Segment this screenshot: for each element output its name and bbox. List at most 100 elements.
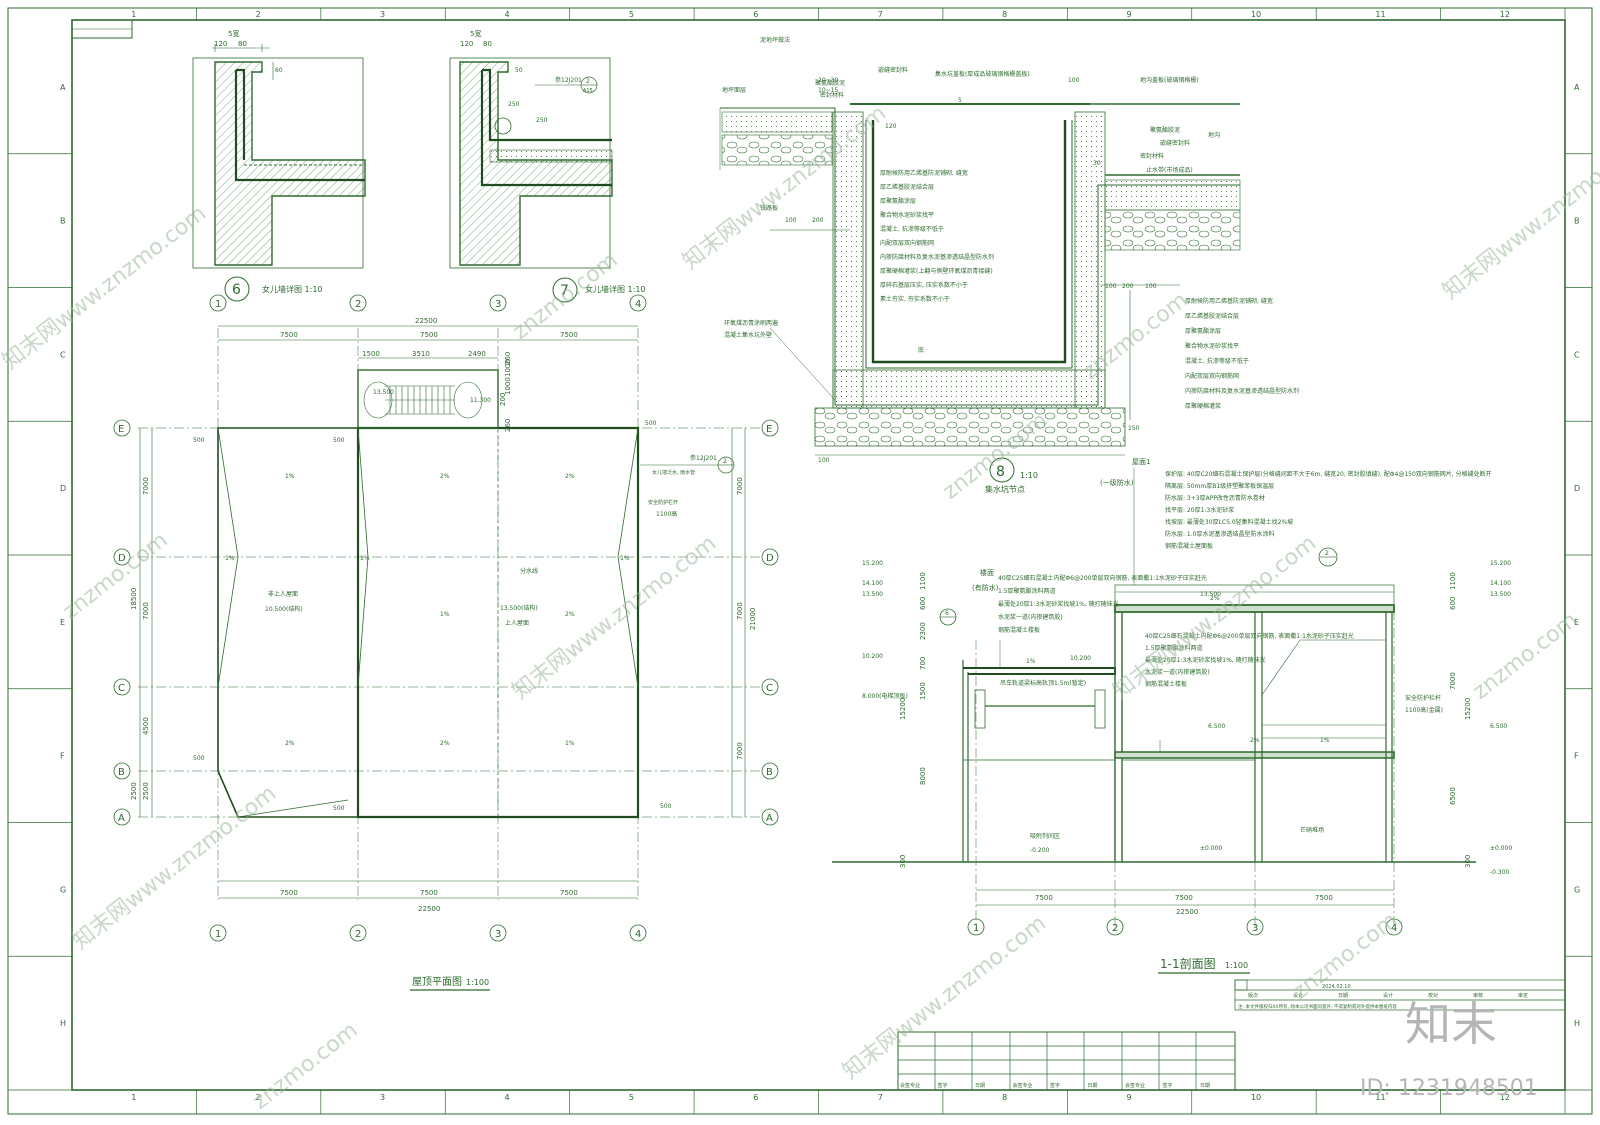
roof-plan-scale: 1:100 xyxy=(466,978,489,987)
detail-8-small-a: 铁路板 xyxy=(760,204,778,212)
axis-bubble-label: C xyxy=(118,683,125,694)
title-block-header: 日期 xyxy=(1338,993,1348,999)
section-ref-num2: 6 xyxy=(945,610,949,617)
plan-slope-label: 1% xyxy=(360,555,370,562)
section-floor2-layer: 钢筋混凝土楼板 xyxy=(1145,680,1187,688)
detail-7-parapet xyxy=(449,57,613,303)
section-label: ±0.000 xyxy=(1200,845,1222,852)
detail-8-right-note: 厚聚氨酯涂层 xyxy=(1185,327,1221,335)
section-roof-layer: 防水层: 3+3厚APP改性沥青防水卷材 xyxy=(1165,494,1265,502)
section-label: 1100高(金属) xyxy=(1405,706,1443,714)
watermark-text: znzmo.com xyxy=(248,1018,362,1115)
grid-row-label-right: H xyxy=(1574,1019,1580,1028)
axis-bubble-label: E xyxy=(118,424,124,435)
section-label: 芒硝堆场 xyxy=(1300,826,1324,834)
axis-bubble xyxy=(349,294,367,312)
plan-dim-top: 7500 xyxy=(560,331,578,339)
detail-8-top-note: 地沟盖板(玻璃钢格栅) xyxy=(1140,76,1199,84)
title-block-sign-label: 会签专业 xyxy=(900,1082,920,1089)
detail-8-dim: 150 xyxy=(1128,425,1140,432)
detail-8-dim: 100 xyxy=(1068,77,1080,84)
grid-row-label-right: F xyxy=(1574,752,1579,761)
axis-bubble xyxy=(113,808,131,826)
detail-7-dim-f: 250 xyxy=(536,117,548,124)
roof-plan-rail-note: 安全防护栏杆 xyxy=(648,499,678,506)
plan-dim-stair-vertical: 260 xyxy=(504,419,512,432)
section-dim-bottom: 7500 xyxy=(1175,894,1193,902)
axis-bubble-label: 2 xyxy=(1112,923,1118,934)
axis-bubble xyxy=(629,294,647,312)
axis-bubble-label: 4 xyxy=(635,299,641,310)
title-block-header: 审定 xyxy=(1518,992,1528,999)
section-roof-layer: 防水层: 1.0厚水泥基渗透结晶型防水涂料 xyxy=(1165,530,1274,538)
roof-plan-title: 屋顶平面图 xyxy=(412,976,462,988)
axis-bubble-label: A xyxy=(118,813,125,824)
axis-bubble-label: A xyxy=(766,813,773,824)
section-label: 6.500 xyxy=(1208,723,1225,730)
axis-bubble xyxy=(967,918,985,936)
detail-8-dim: 10~15 xyxy=(818,87,838,94)
axis-bubble xyxy=(629,924,647,942)
section-level-left: 8.000(电梯顶板) xyxy=(862,692,908,700)
axis-bubble-label: 4 xyxy=(635,929,641,940)
section-dim-right: 1100 xyxy=(1449,572,1457,590)
grid-col-label-top: 3 xyxy=(380,10,385,19)
detail-8-left-callout: 环氧煤沥青涂刷两遍 xyxy=(724,319,778,327)
plan-dim-right: 7000 xyxy=(736,742,744,760)
section-dim-right: 15200 xyxy=(1464,698,1472,720)
plan-dim-left: 2500 xyxy=(142,782,150,800)
section-dim-left: 300 xyxy=(899,855,907,868)
section-level-right: 14.100 xyxy=(1490,580,1511,587)
axis-bubble xyxy=(1385,918,1403,936)
detail-8-scale: 1:10 xyxy=(1020,471,1038,480)
section-dim-right: 6500 xyxy=(1449,787,1457,805)
roof-plan-ref-note: 女儿墙泛水, 雨水管 xyxy=(652,469,695,476)
roof-plan-level-2: 11.300 xyxy=(470,397,491,404)
grid-col-label-bottom: 6 xyxy=(753,1093,758,1102)
plan-slope-label: 2% xyxy=(565,611,575,618)
detail-8-right-note: 混凝土, 抗渗等级不低于 xyxy=(1185,357,1249,365)
plan-dim-left: 2500 xyxy=(130,782,138,800)
grid-row-label-right: C xyxy=(1574,350,1580,359)
axis-bubble xyxy=(209,294,227,312)
roof-plan-ridge: 分水线 xyxy=(520,567,538,575)
section-roof-sub: (一级防水) xyxy=(1100,478,1134,487)
section-label: 10.200 xyxy=(1070,655,1091,662)
grid-col-label-bottom: 2 xyxy=(256,1093,261,1102)
section-roof-layer: 钢筋混凝土屋面板 xyxy=(1165,542,1213,550)
title-block-sign-label: 签字 xyxy=(1050,1082,1060,1089)
detail-8-inner-note: 厚乙烯基胶泥结合层 xyxy=(880,183,934,191)
title-block-date: 2024.02.10 xyxy=(1322,984,1351,990)
section-level-right: 15.200 xyxy=(1490,560,1511,567)
section-dim-total: 22500 xyxy=(1176,908,1198,916)
axis-bubble-label: 4 xyxy=(1391,923,1397,934)
title-block-note: 注: 本文件版权归XX所有, 除本公司书面同意外, 不得复制或对外提供本图纸内容 xyxy=(1238,1003,1397,1010)
grid-row-label-left: A xyxy=(60,83,66,92)
detail-8-dim: 100 xyxy=(818,457,830,464)
detail-6-dim-a: 5宽 xyxy=(228,29,239,38)
detail-8-right-note: 厚耐候防用乙烯基防泥铺砌, 缝宽 xyxy=(1185,297,1273,305)
grid-col-label-top: 8 xyxy=(1002,10,1007,19)
detail-8-right-note: 内掺防腐材料及复水泥基渗透结晶型防水剂 xyxy=(1185,387,1299,395)
section-label: 1% xyxy=(1026,658,1036,665)
title-block-header: 设计 xyxy=(1383,992,1393,999)
plan-dim-top-total: 22500 xyxy=(415,317,437,325)
title-block-sign-label: 会签专业 xyxy=(1125,1082,1145,1089)
section-dim-left: 2300 xyxy=(919,622,927,640)
axis-bubble xyxy=(1106,918,1124,936)
section-floor-layer: 1.5厚聚氨酯涂料两道 xyxy=(998,587,1056,595)
grid-row-label-right: G xyxy=(1574,885,1580,894)
detail-8-inner-note: 素土夯实, 夯实系数不小于 xyxy=(880,295,950,303)
detail-8-inner-note: 内掺防腐材料及复水泥基渗透结晶型防水剂 xyxy=(880,253,994,261)
section-dim-right: 7000 xyxy=(1449,672,1457,690)
grid-row-label-left: H xyxy=(60,1019,66,1028)
roof-plan-edge-1: 500 xyxy=(193,437,205,444)
section-level-right: 13.500 xyxy=(1490,591,1511,598)
grid-row-label-left: E xyxy=(60,618,65,627)
plan-dim-right: 7000 xyxy=(736,602,744,620)
detail-7-title: 女儿墙详图 1:10 xyxy=(585,284,646,294)
detail-7-dim-d: 50 xyxy=(515,67,523,74)
section-floor-layer: 水泥浆一道(内掺建筑胶) xyxy=(998,613,1063,621)
